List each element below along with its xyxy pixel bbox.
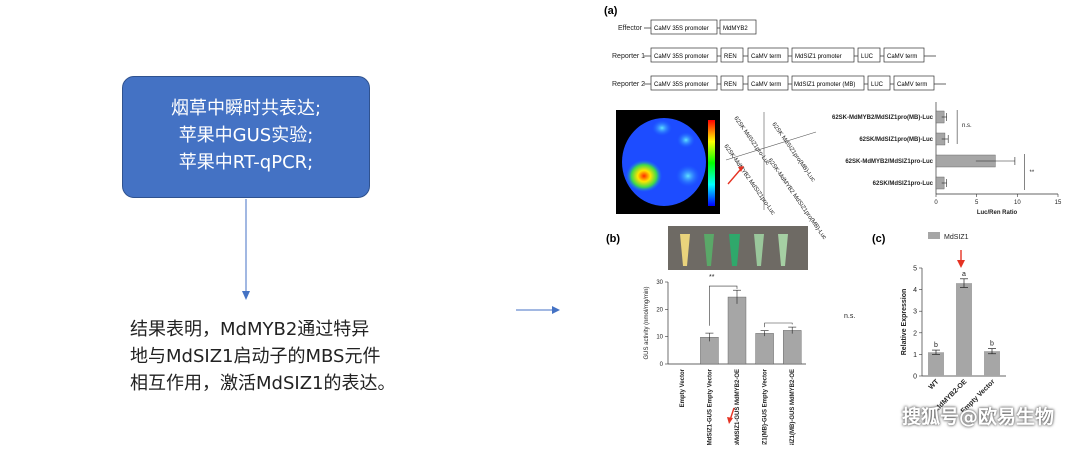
method-line: 苹果中GUS实验; (178, 125, 314, 146)
red-arrow-head (727, 417, 733, 424)
panel-b-label: (b) (606, 233, 620, 245)
sig-annotation: n.s. (962, 123, 972, 129)
construct-block: MdSIZ1 promoter (MB) (794, 82, 855, 88)
method-line: 烟草中瞬时共表达; (170, 98, 322, 119)
category-label: WT (928, 378, 941, 391)
y-tick-label: 3 (913, 309, 917, 316)
category-label: pMdSIZ1(MB)-GUS Empty Vector (763, 368, 769, 445)
watermark: 搜狐号@欧易生物 (901, 406, 1054, 428)
construct-block: MdSIZ1 promoter (795, 54, 842, 60)
category-label: 62SK/MdSIZ1pro(MB)-Luc (859, 137, 933, 143)
construct-block: LUC (871, 82, 884, 88)
legend-swatch (928, 232, 940, 239)
bar (727, 296, 747, 365)
construct-block: CaMV term (751, 82, 781, 88)
sig-letter: b (934, 342, 938, 349)
sig-high-label: ** (709, 274, 715, 281)
y-tick-label: 4 (913, 287, 917, 294)
construct-name: Effector (618, 25, 643, 32)
construct-block: LUC (861, 54, 874, 60)
bar (984, 351, 1000, 376)
right-arrow-head (552, 306, 560, 314)
conclusion-line: 相互作用，激活MdSIZ1的表达。 (130, 373, 396, 394)
gus-staining-photo (668, 226, 808, 270)
sig-annotation: ** (1030, 170, 1035, 176)
luciferase-leaf-image (616, 110, 720, 214)
category-label: pMdSIZ1-GUS Empty Vector (707, 368, 713, 445)
construct-reporter-1: Reporter 1 CaMV 35S promoter REN CaMV te… (612, 47, 936, 63)
legend-label: MdSIZ1 (944, 234, 969, 241)
construct-block: CaMV term (751, 54, 781, 60)
construct-block: CaMV 35S promoter (654, 54, 709, 60)
y-axis-label: GUS activity (nmol/mg/min) (644, 286, 650, 359)
y-tick-label: 0 (660, 362, 664, 368)
construct-name: Reporter 1 (612, 53, 645, 60)
sig-bracket (709, 285, 738, 326)
figure-svg: (a) (b) (c) Effector CaMV 35S promoter M… (604, 5, 1062, 449)
methods-box: 烟草中瞬时共表达; 苹果中GUS实验; 苹果中RT-qPCR; (122, 76, 370, 198)
construct-block: CaMV term (897, 82, 927, 88)
red-arrow-head (957, 260, 965, 268)
category-label: 62SK/MdSIZ1pro-Luc (873, 181, 934, 187)
leaf-label: 62SK-MdMYB2 MdSIZ1pro-Luc (722, 144, 775, 217)
conclusion-text: 结果表明，MdMYB2通过特异 地与MdSIZ1启动子的MBS元件 相互作用，激… (130, 316, 460, 397)
sig-letter: a (962, 271, 966, 278)
category-label: 62SK-MdMYB2/MdSIZ1pro-Luc (845, 159, 933, 165)
red-arrow-head (738, 166, 744, 172)
y-tick-label: 10 (656, 335, 663, 341)
x-tick-label: 5 (975, 200, 979, 206)
sig-letter: b (990, 341, 994, 348)
category-label: pMdSIZ1(MB)-GUS MdMYB2-OE (790, 369, 796, 445)
bar (928, 352, 944, 376)
sig-ns-label: n.s. (844, 313, 855, 320)
conclusion-line: 地与MdSIZ1启动子的MBS元件 (130, 346, 381, 367)
y-tick-label: 1 (913, 352, 917, 359)
panel-a-label: (a) (604, 5, 618, 17)
bar (755, 333, 774, 365)
construct-block: REN (724, 54, 737, 60)
bar (782, 330, 802, 365)
construct-block: REN (724, 82, 737, 88)
category-label: Empty Vector (680, 368, 686, 407)
x-tick-label: 10 (1014, 200, 1021, 206)
down-arrow-head (242, 291, 250, 300)
sig-bracket (764, 322, 793, 328)
method-line: 苹果中RT-qPCR; (178, 152, 314, 173)
construct-block: CaMV 35S promoter (654, 26, 709, 32)
construct-block: CaMV 35S promoter (654, 82, 709, 88)
construct-reporter-2: Reporter 2 CaMV 35S promoter REN CaMV te… (612, 75, 946, 91)
category-label: 62SK-MdMYB2/MdSIZ1pro(MB)-Luc (832, 115, 934, 121)
figure-panel: (a) (b) (c) Effector CaMV 35S promoter M… (596, 0, 1080, 449)
construct-effector: Effector CaMV 35S promoter MdMYB2 (618, 19, 757, 35)
red-arrow (727, 169, 741, 185)
panel-c-label: (c) (872, 233, 886, 245)
color-scale-bar (708, 120, 715, 206)
y-tick-label: 0 (913, 374, 917, 381)
x-axis-label: Luc/Ren Ratio (977, 210, 1018, 216)
x-tick-label: 0 (934, 200, 938, 206)
y-tick-label: 5 (913, 266, 917, 273)
construct-block: MdMYB2 (723, 26, 748, 32)
luc-ratio-chart: 62SK-MdMYB2/MdSIZ1pro(MB)-Luc 62SK/MdSIZ1… (832, 102, 1062, 216)
y-axis-label: Relative Expression (901, 289, 908, 356)
leaf-labels: 62SK MdSIZ1pro-Luc 62SK MdSIZ1pro(MB)-Lu… (722, 112, 827, 241)
x-tick-label: 15 (1055, 200, 1062, 206)
construct-name: Reporter 2 (612, 81, 645, 88)
y-tick-label: 20 (656, 307, 663, 313)
construct-block: CaMV term (887, 54, 917, 60)
bar (956, 283, 972, 376)
conclusion-line: 结果表明，MdMYB2通过特异 (130, 319, 370, 340)
y-tick-label: 30 (656, 280, 663, 286)
category-label: pMdSIZ1-GUS MdMYB2-OE (735, 369, 741, 445)
y-tick-label: 2 (913, 330, 917, 337)
